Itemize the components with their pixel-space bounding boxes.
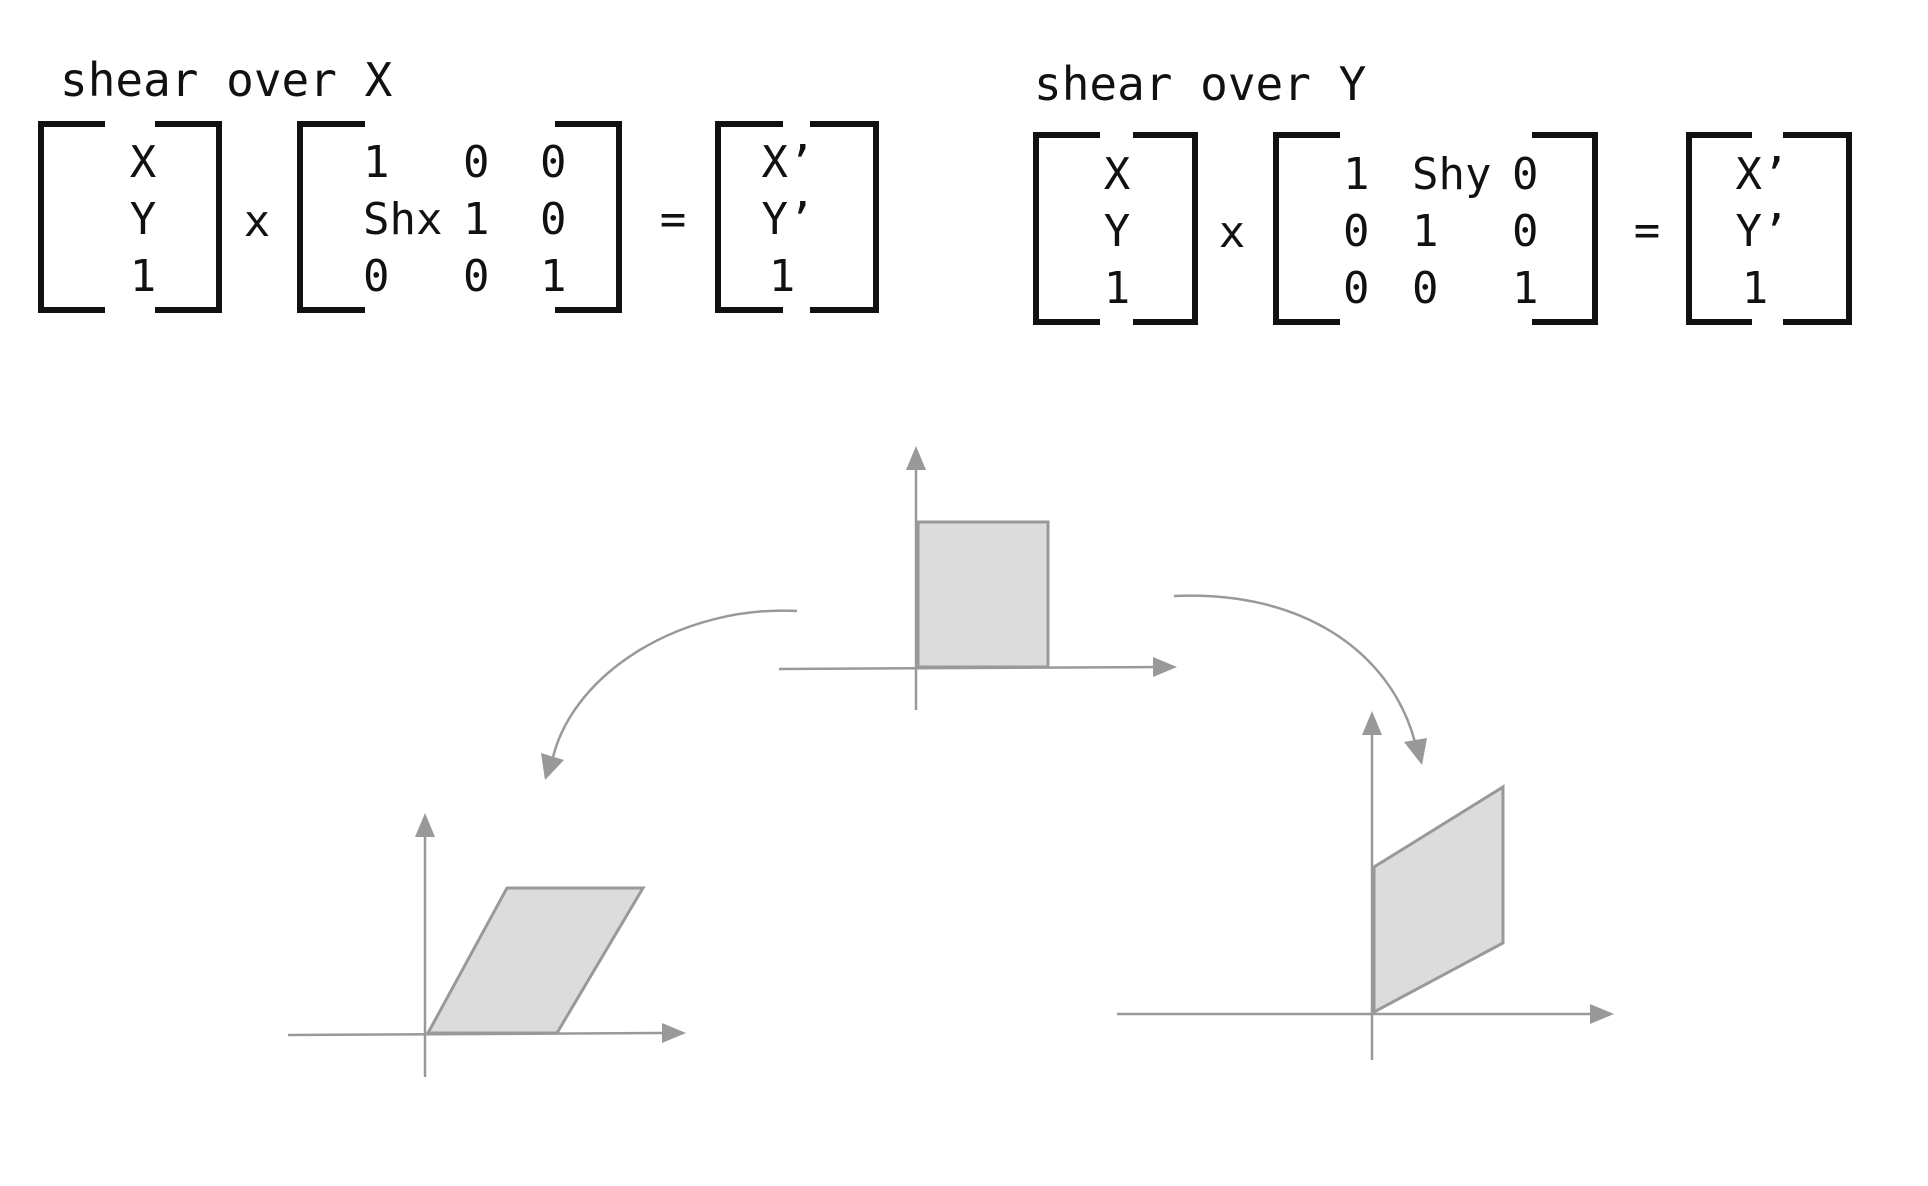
matrix-cell: 1 bbox=[540, 251, 567, 302]
left-bracket bbox=[38, 121, 105, 313]
multiply-sign: x bbox=[244, 196, 271, 247]
shear-x-matrix: 1 0 0 Shx 1 0 0 0 1 bbox=[297, 121, 622, 313]
vector-cell: X bbox=[1104, 149, 1131, 200]
vector-cell: 1 bbox=[130, 251, 157, 302]
right-bracket bbox=[155, 121, 222, 313]
curved-arrow-head bbox=[541, 753, 564, 780]
shear-y-input-vector: X Y 1 bbox=[1033, 132, 1198, 325]
right-bracket bbox=[1133, 132, 1198, 325]
equals-sign: = bbox=[660, 194, 687, 245]
original-plot bbox=[778, 446, 1177, 710]
right-bracket bbox=[810, 121, 879, 313]
vector-cell: X’ bbox=[1736, 149, 1789, 200]
y-axis-arrowhead bbox=[906, 446, 926, 470]
right-bracket bbox=[1532, 132, 1598, 325]
matrix-cell: Shx bbox=[363, 194, 442, 245]
x-axis-arrowhead bbox=[1590, 1004, 1614, 1024]
right-bracket bbox=[1783, 132, 1852, 325]
shear-y-plot bbox=[1117, 711, 1614, 1060]
vector-cell: Y bbox=[130, 194, 157, 245]
left-bracket bbox=[1686, 132, 1752, 325]
x-axis-arrowhead bbox=[1153, 657, 1177, 677]
vector-cell: 1 bbox=[1742, 263, 1769, 314]
curved-arrow-head bbox=[1404, 738, 1427, 765]
curved-arrow bbox=[551, 609, 798, 758]
vector-cell: 1 bbox=[769, 251, 796, 302]
shear-y-transition-arrow bbox=[1173, 594, 1427, 765]
left-bracket bbox=[715, 121, 783, 313]
matrix-cell: 1 bbox=[363, 137, 390, 188]
vector-cell: X bbox=[130, 137, 157, 188]
vector-cell: 1 bbox=[1104, 263, 1131, 314]
x-axis bbox=[778, 665, 1159, 671]
left-bracket bbox=[297, 121, 365, 313]
shear-x-plot bbox=[287, 813, 686, 1077]
matrix-cell: 0 bbox=[1412, 263, 1439, 314]
left-bracket bbox=[1273, 132, 1340, 325]
matrix-cell: 0 bbox=[540, 194, 567, 245]
shear-y-title: shear over Y bbox=[1034, 57, 1366, 111]
matrix-cell: 0 bbox=[1512, 206, 1539, 257]
matrix-cell: 0 bbox=[463, 251, 490, 302]
curved-arrow bbox=[1173, 594, 1417, 743]
shear-x-transition-arrow bbox=[541, 609, 798, 780]
y-axis-arrowhead bbox=[1362, 711, 1382, 735]
equals-sign: = bbox=[1634, 205, 1661, 256]
shear-y-output-vector: X’ Y’ 1 bbox=[1686, 132, 1852, 325]
vector-cell: Y’ bbox=[762, 194, 815, 245]
matrix-cell: 1 bbox=[463, 194, 490, 245]
sheared-x-parallelogram bbox=[425, 886, 646, 1035]
shear-x-title: shear over X bbox=[60, 53, 393, 107]
matrix-cell: 1 bbox=[1343, 149, 1370, 200]
vector-cell: Y’ bbox=[1736, 206, 1789, 257]
x-axis bbox=[287, 1031, 667, 1037]
left-bracket bbox=[1033, 132, 1100, 325]
vector-cell: Y bbox=[1104, 206, 1131, 257]
matrix-cell: 0 bbox=[1512, 149, 1539, 200]
matrix-cell: 0 bbox=[540, 137, 567, 188]
matrix-cell: 0 bbox=[1343, 206, 1370, 257]
vector-cell: X’ bbox=[762, 137, 815, 188]
sheared-y-parallelogram bbox=[1372, 784, 1505, 1015]
right-bracket bbox=[555, 121, 622, 313]
y-axis-arrowhead bbox=[415, 813, 435, 837]
shear-x-input-vector: X Y 1 bbox=[38, 121, 222, 313]
original-rectangle bbox=[916, 520, 1050, 669]
shear-y-equation: shear over Y X Y 1 x 1 Shy 0 0 1 0 0 0 1… bbox=[1033, 57, 1852, 325]
multiply-sign: x bbox=[1219, 207, 1246, 258]
matrix-cell: 0 bbox=[363, 251, 390, 302]
matrix-cell: 0 bbox=[1343, 263, 1370, 314]
x-axis-arrowhead bbox=[662, 1023, 686, 1043]
matrix-cell: 0 bbox=[463, 137, 490, 188]
matrix-cell: 1 bbox=[1412, 206, 1439, 257]
matrix-cell: 1 bbox=[1512, 263, 1539, 314]
shear-x-equation: shear over X X Y 1 x 1 0 0 Shx 1 0 0 0 1… bbox=[38, 53, 879, 313]
matrix-cell: Shy bbox=[1412, 149, 1491, 200]
shear-x-output-vector: X’ Y’ 1 bbox=[715, 121, 879, 313]
shear-y-matrix: 1 Shy 0 0 1 0 0 0 1 bbox=[1273, 132, 1598, 325]
